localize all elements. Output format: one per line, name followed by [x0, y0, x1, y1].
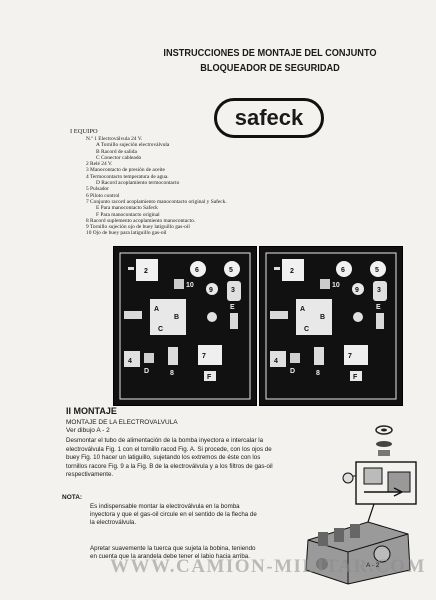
- logo-text: safeck: [234, 105, 304, 130]
- pilot-part: [190, 261, 206, 277]
- components-board-left: 2 6 5 10 9 3 A B C E 4 D 8 7: [113, 246, 257, 406]
- equipo-item: 4 Termocontacto temperatura de agua.: [86, 173, 169, 180]
- svg-text:E: E: [230, 304, 235, 311]
- svg-text:9: 9: [209, 287, 213, 294]
- montaje-body: Desmontar el tubo de alimentación de la …: [66, 437, 273, 478]
- svg-text:8: 8: [170, 370, 174, 377]
- valve-part: [150, 299, 186, 335]
- svg-text:6: 6: [341, 267, 345, 274]
- equipo-item: B Racord de salida: [96, 148, 137, 155]
- svg-text:B: B: [174, 314, 179, 321]
- figure-reference: A - 2: [366, 562, 380, 569]
- nota-heading: NOTA:: [62, 494, 83, 501]
- equipo-item: C Conector cableado: [96, 154, 142, 161]
- equipo-item: 5 Pulsador: [86, 186, 109, 193]
- svg-text:5: 5: [229, 267, 233, 274]
- svg-text:8: 8: [316, 370, 320, 377]
- svg-text:C: C: [158, 326, 163, 333]
- svg-text:3: 3: [231, 287, 235, 294]
- svg-text:7: 7: [202, 353, 206, 360]
- document-title: INSTRUCCIONES DE MONTAJE DEL CONJUNTO BL…: [160, 46, 381, 76]
- nota-paragraph-1: Es indispensable montar la electroválvul…: [90, 503, 257, 527]
- montaje-subheading-text: MONTAJE DE LA ELECTROVALVULA: [66, 419, 178, 426]
- title-line-1: INSTRUCCIONES DE MONTAJE DEL CONJUNTO: [163, 48, 377, 59]
- label-relay: 2: [144, 268, 148, 275]
- equipo-item: 6 Piloto control: [86, 192, 120, 199]
- equipo-item: 3 Manocontacto de presión de aceite: [86, 167, 165, 174]
- svg-text:10: 10: [186, 282, 194, 289]
- svg-text:F: F: [353, 374, 358, 381]
- equipo-item: A Tornillo sujeción electroválvula: [96, 142, 170, 149]
- svg-text:A: A: [300, 306, 305, 313]
- svg-text:B: B: [320, 314, 325, 321]
- watermark: WWW.CAMION-MILITAR.COM: [110, 556, 426, 577]
- components-board-right: 2 6 5 10 9 3 A B C E 4 D 8 7 F: [259, 246, 403, 406]
- equipo-item: F Para manocontacto original: [96, 211, 160, 218]
- svg-text:5: 5: [375, 267, 379, 274]
- svg-text:C: C: [304, 326, 309, 333]
- svg-text:4: 4: [128, 358, 132, 365]
- equipo-item: 10 Ojo de buey para latiguillo gas-oil: [86, 230, 167, 237]
- svg-text:F: F: [207, 374, 212, 381]
- svg-text:10: 10: [332, 282, 340, 289]
- montaje-subheading: MONTAJE DE LA ELECTROVALVULA Ver dibujo …: [66, 419, 178, 435]
- equipo-heading: I EQUIPO: [70, 128, 98, 135]
- pushbutton-part: [224, 261, 240, 277]
- pump-valve-drawing: [305, 425, 417, 585]
- equipo-item: 2 Relé 24 V.: [86, 161, 113, 168]
- relay-part: [136, 259, 158, 281]
- title-line-2: BLOQUEADOR DE SEGURIDAD: [200, 63, 340, 74]
- svg-text:7: 7: [348, 353, 352, 360]
- svg-text:2: 2: [290, 268, 294, 275]
- svg-text:3: 3: [377, 287, 381, 294]
- equipo-item: 7 Conjunto racord acoplamiento manoconta…: [86, 198, 227, 205]
- svg-text:4: 4: [274, 358, 278, 365]
- svg-text:D: D: [144, 368, 149, 375]
- equipo-item: D Racord acoplamiento termocontacto: [96, 180, 180, 187]
- equipo-item: 8 Racord suplemento acoplamiento manocon…: [86, 217, 196, 224]
- equipo-item: N.º 1 Electroválvula 24 V.: [86, 136, 143, 142]
- nota-paragraph-2: Apretar suavemente la tuerca que sujeta …: [90, 545, 256, 561]
- safeck-logo: safeck: [214, 98, 324, 138]
- components-illustration-left: 2 6 5 10 9 3 A B C E 4 D 8 7: [119, 252, 251, 400]
- equipo-item: E Para manocontacto Safeck: [96, 205, 158, 212]
- montaje-ref: Ver dibujo A - 2: [66, 427, 110, 434]
- svg-text:D: D: [290, 368, 295, 375]
- svg-text:E: E: [376, 304, 381, 311]
- equipo-list: N.º 1 Electroválvula 24 V.A Tornillo suj…: [86, 136, 227, 237]
- svg-text:9: 9: [355, 287, 359, 294]
- svg-text:6: 6: [195, 267, 199, 274]
- equipo-item: 9 Tornillo sujeción ojo de buey latiguil…: [86, 224, 190, 231]
- montaje-heading: II MONTAJE: [66, 406, 117, 416]
- svg-text:A: A: [154, 306, 159, 313]
- components-illustration-right: 2 6 5 10 9 3 A B C E 4 D 8 7 F: [265, 252, 397, 400]
